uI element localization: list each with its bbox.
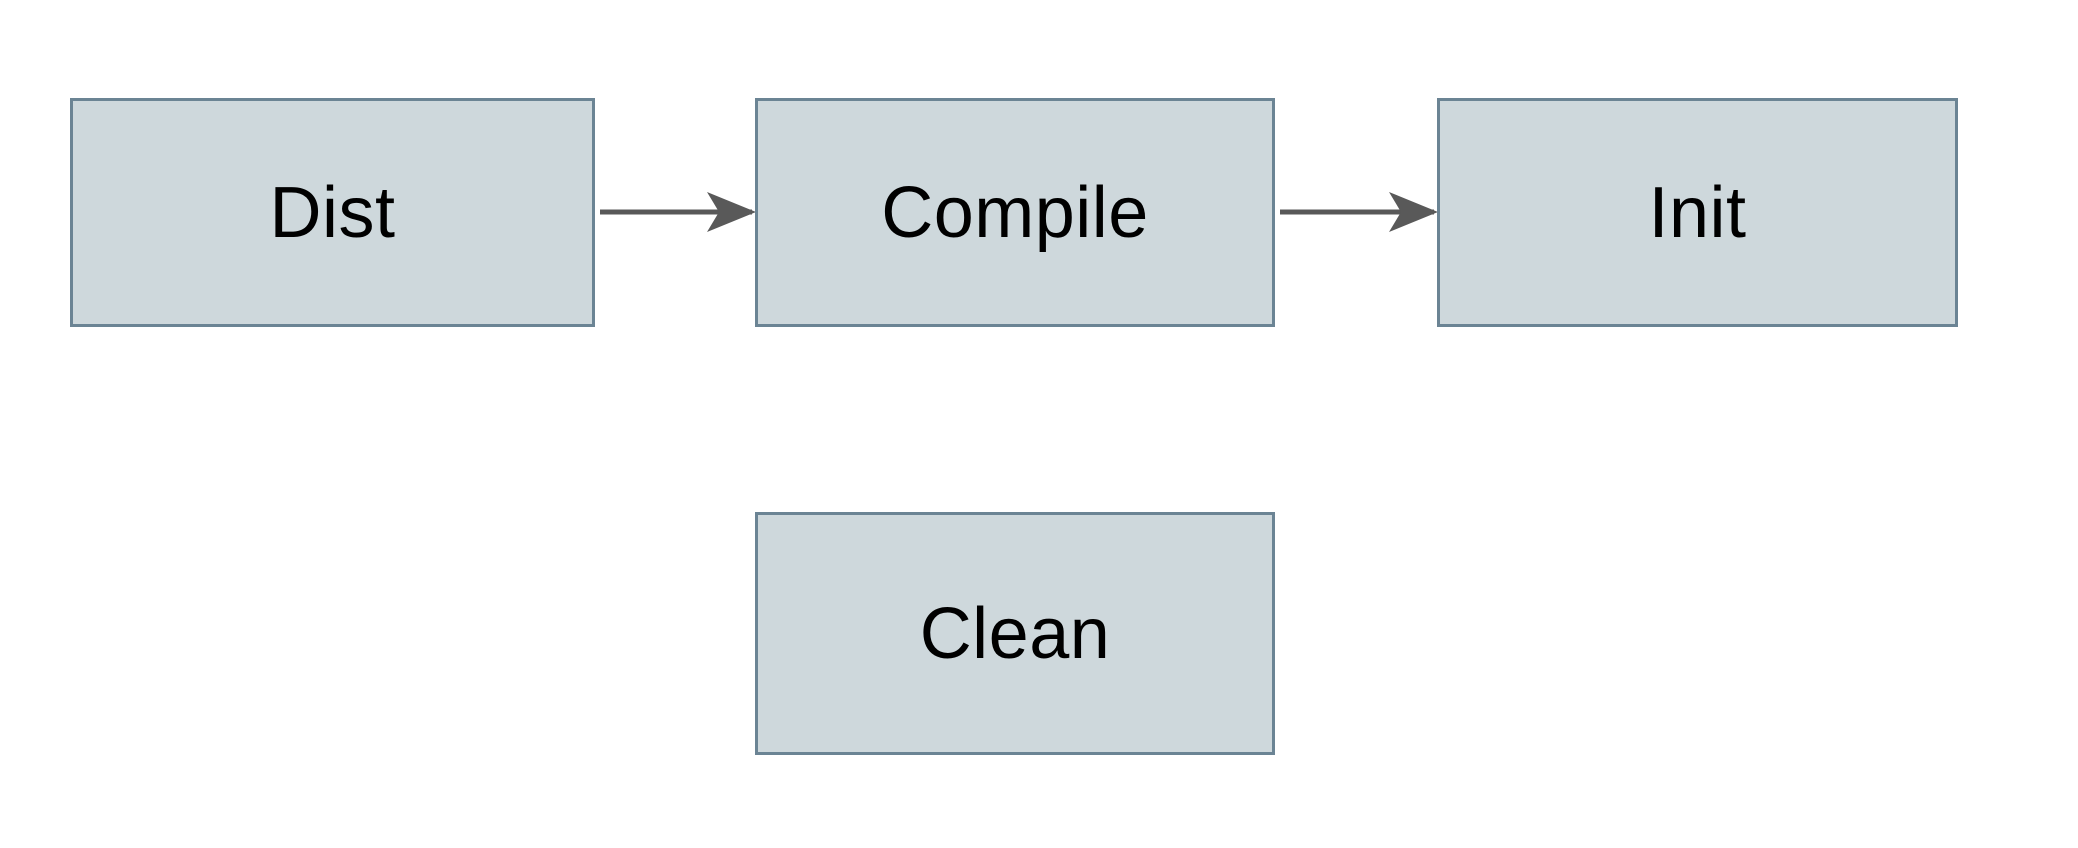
node-label-clean: Clean — [919, 593, 1111, 674]
node-clean[interactable]: Clean — [755, 512, 1275, 755]
node-dist[interactable]: Dist — [70, 98, 595, 327]
node-label-init: Init — [1648, 172, 1747, 253]
node-init[interactable]: Init — [1437, 98, 1958, 327]
node-compile[interactable]: Compile — [755, 98, 1275, 327]
node-label-dist: Dist — [269, 172, 396, 253]
node-label-compile: Compile — [881, 172, 1149, 253]
